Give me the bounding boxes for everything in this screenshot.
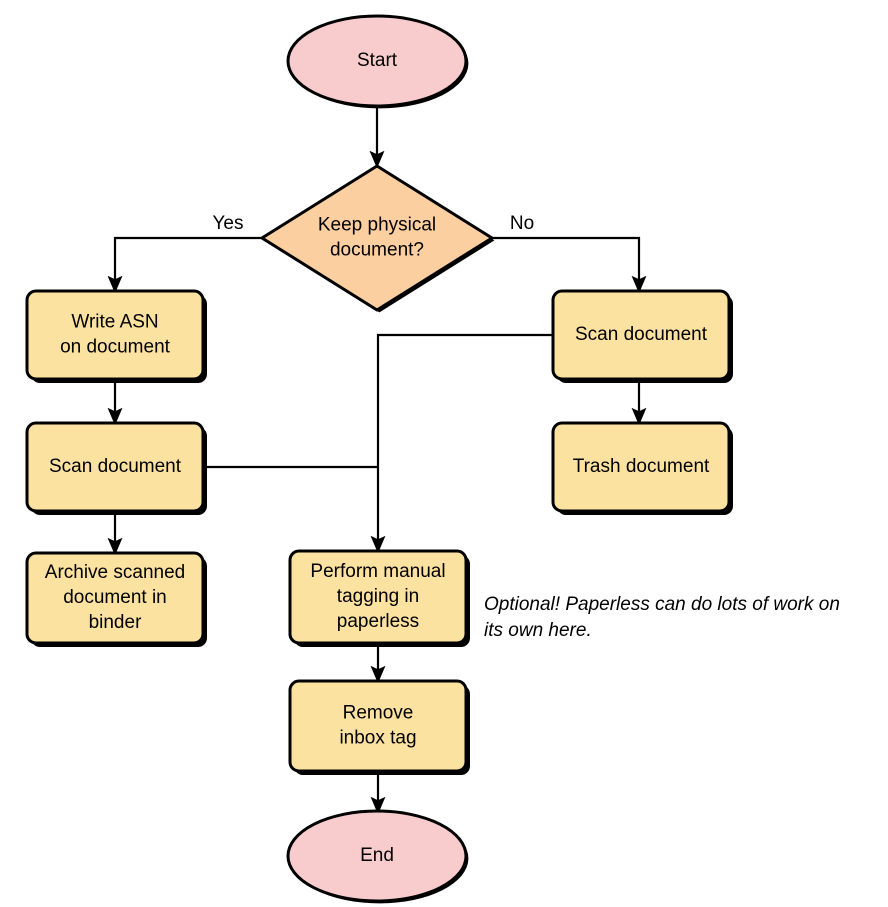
edge-edge-decision-yes: Yes [107,213,262,294]
process-shape [288,679,468,773]
edge-edge-scan-right-to-tagging [370,333,553,554]
node-scan-document-right[interactable]: Scan document [551,289,733,383]
node-start[interactable]: Start [286,14,469,109]
annotation-optional-note: Optional! Paperless can do lots of work … [484,594,840,641]
terminator-shape [286,14,468,108]
terminator-shape [286,809,468,903]
process-shape [25,289,205,381]
edge-path [370,333,553,554]
process-shape [288,549,468,645]
node-end[interactable]: End [286,809,469,904]
node-scan-document-left[interactable]: Scan document [25,421,207,515]
edge-edge-decision-no: No [492,213,647,294]
process-shape [25,421,205,513]
annotation-line: Optional! Paperless can do lots of work … [484,594,840,615]
edge-path [492,236,647,294]
decision-shape [260,164,494,312]
edge-label-no: No [510,213,534,234]
annotations-layer: Optional! Paperless can do lots of work … [484,594,840,641]
edge-path [107,236,262,294]
annotation-line: its own here. [484,620,592,641]
process-shape [551,421,731,513]
process-shape [551,289,731,381]
process-shape [25,551,205,645]
edge-label-yes: Yes [213,213,244,234]
edges-layer: Yes No [107,106,647,815]
node-trash-document[interactable]: Trash document [551,421,733,515]
